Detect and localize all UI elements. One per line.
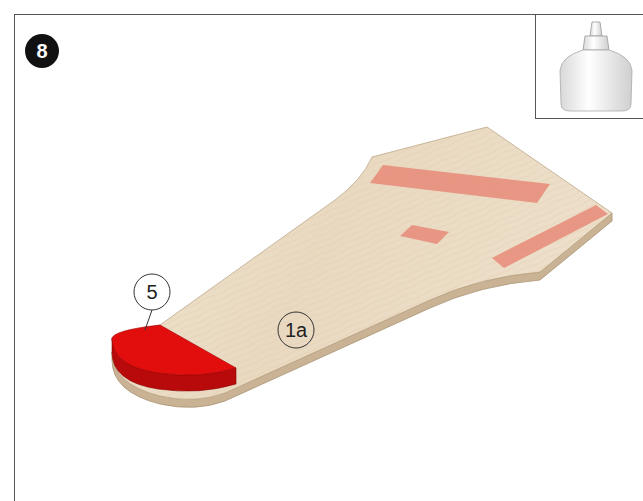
callout-number: 1a: [285, 320, 307, 340]
callout-number: 5: [146, 282, 157, 302]
glue-area: [370, 165, 608, 268]
part-5: [112, 325, 236, 391]
board-1a: [112, 127, 612, 407]
step-frame: [15, 15, 643, 501]
tool-inset: [536, 15, 643, 119]
leader-line: [145, 310, 152, 330]
glue-bottle: [560, 22, 632, 111]
callout-circle: [278, 312, 314, 348]
step-number: 8: [36, 41, 47, 61]
step-badge: [25, 34, 59, 68]
callout-circle: [134, 274, 170, 310]
